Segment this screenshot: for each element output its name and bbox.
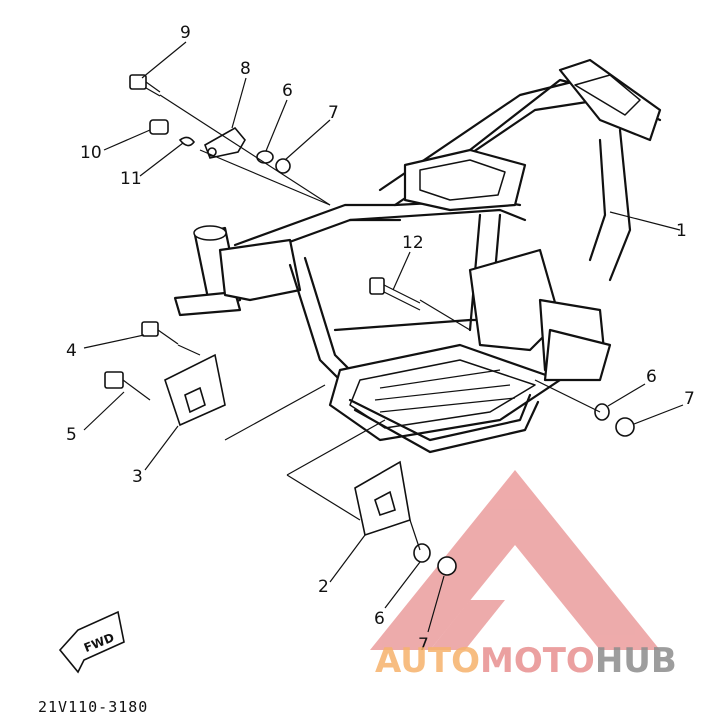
part-6-washer-top	[256, 150, 274, 164]
fwd-arrow: FWD	[58, 610, 125, 674]
callout-7-right: 7	[684, 389, 695, 409]
callout-2: 2	[318, 577, 329, 597]
part-10-nut	[149, 119, 169, 135]
callout-9: 9	[180, 23, 191, 43]
watermark-auto: AUTO	[375, 641, 480, 681]
watermark-moto: MOTO	[480, 641, 595, 681]
callout-1: 1	[676, 221, 687, 241]
part-3-plate	[164, 353, 226, 427]
watermark-logo	[370, 470, 660, 650]
part-7-nut-top	[275, 158, 291, 174]
callout-6-right: 6	[646, 367, 657, 387]
callout-5: 5	[66, 425, 77, 445]
leader-lines	[83, 41, 684, 633]
part-7-nut-right	[615, 417, 635, 437]
callout-labels: 9 8 6 7 10 11 1 12 4 5 3 6 7 2 6 7	[66, 23, 695, 655]
logo-triangle-shape	[370, 470, 660, 650]
callout-10: 10	[80, 143, 102, 163]
svg-text:AUTOMOTOHUB: AUTOMOTOHUB	[375, 641, 677, 681]
part-12-bolt	[369, 277, 421, 311]
callout-6-top: 6	[282, 81, 293, 101]
frame-assembly	[173, 58, 662, 454]
part-11-clip	[178, 136, 196, 147]
callout-11: 11	[120, 169, 142, 189]
callout-7-bottom: 7	[418, 635, 429, 655]
callout-4: 4	[66, 341, 77, 361]
drawing-code: 21V110-3180	[38, 698, 148, 716]
part-2-plate	[354, 460, 411, 537]
part-7-nut-bottom	[437, 556, 457, 576]
part-6-washer-right	[594, 403, 610, 421]
callout-7-top: 7	[328, 103, 339, 123]
part-6-washer-bottom	[413, 543, 431, 563]
part-4-bolt	[141, 321, 179, 345]
part-9-bolt	[129, 74, 161, 97]
callout-3: 3	[132, 467, 143, 487]
watermark-hub: HUB	[595, 641, 677, 681]
callout-6-bottom: 6	[374, 609, 385, 629]
watermark-text: AUTOMOTOHUB	[375, 641, 677, 681]
callout-12: 12	[402, 233, 424, 253]
part-5-bolt	[104, 371, 151, 401]
projection-lines	[159, 94, 601, 551]
callout-8: 8	[240, 59, 251, 79]
part-8-bracket	[204, 126, 246, 159]
